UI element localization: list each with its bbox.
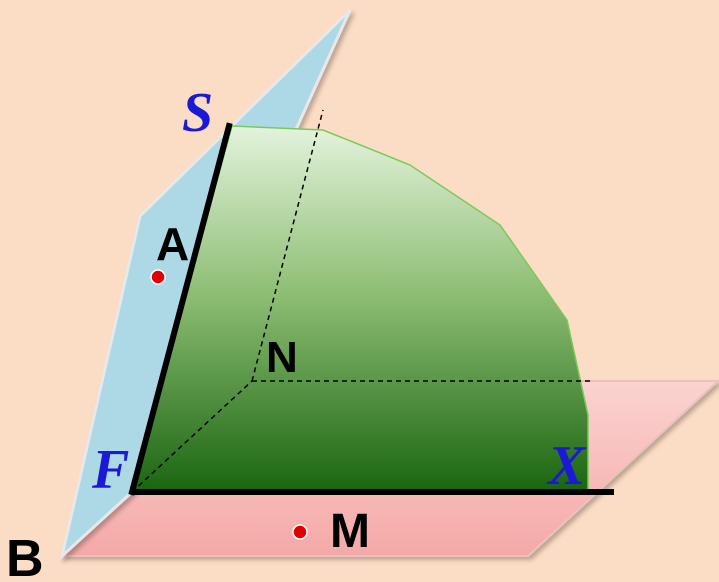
label-s: S [182,82,213,144]
dashed-edge-n-top [251,109,324,382]
point-m [292,524,308,540]
label-b: B [6,530,44,582]
point-a [150,269,166,285]
label-m: M [330,505,370,558]
edge-fs [128,122,233,496]
angle-sector [131,125,589,493]
label-f: F [91,439,129,501]
label-a: A [156,218,189,270]
dashed-edge-fn [131,380,253,493]
label-n: N [266,333,298,382]
label-x: X [546,435,587,497]
hidden-edges [131,109,592,493]
